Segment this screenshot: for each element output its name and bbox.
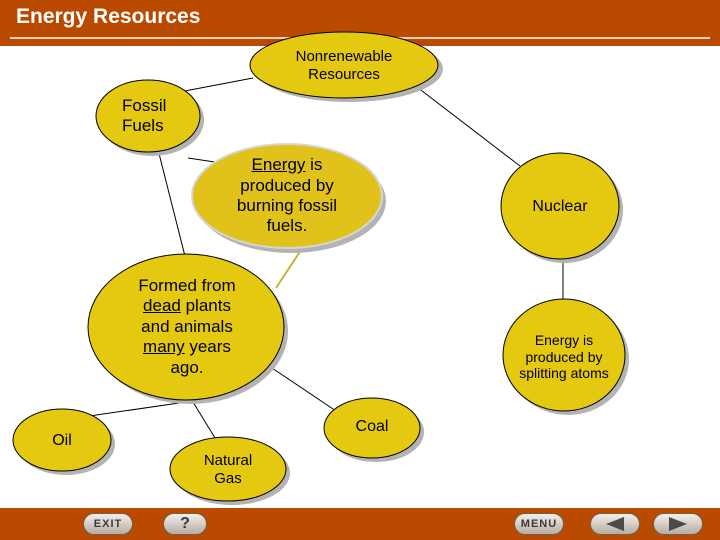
node-oil: Oil [24,430,100,452]
node-splitting-shape [502,298,626,412]
connector-formed-gas [192,401,216,439]
node-splitting-line3: splitting atoms [519,365,609,382]
node-formed-line2-rest: plants [180,296,231,316]
node-nonrenewable-shape [249,31,439,99]
arrow-right-icon [669,517,687,531]
node-formed-from: Formed from dead plants and animals many… [96,266,278,388]
node-splitting-line2: produced by [525,348,603,365]
node-fossil-fuels-line2: Fuels [122,116,164,135]
next-button[interactable] [653,513,703,535]
node-fossil-fuels-shape [95,79,201,153]
node-formed-line2-underlined: dead [143,296,181,316]
node-splitting-atoms: Energy is produced by splitting atoms [505,328,623,386]
menu-button[interactable]: MENU [514,513,564,535]
node-formed-line4: many years [138,337,235,357]
exit-button-label: EXIT [93,518,123,530]
node-natural-gas-shape [169,436,287,502]
arrow-left-icon [606,517,624,531]
node-oil-shape [12,408,112,472]
page-title: Energy Resources [16,5,201,28]
node-formed-line2: dead plants [138,296,235,316]
node-energy-burning-line4: fuels. [266,216,308,236]
node-oil-label: Oil [52,432,72,450]
node-energy-burning-line3: burning fossil [236,196,338,215]
help-button[interactable]: ? [163,513,207,535]
node-nuclear-label: Nuclear [532,198,588,216]
connector-formed-coal [271,367,343,416]
node-energy-burning-underlined: Energy [251,155,306,175]
node-fossil-fuels: Fossil Fuels [98,92,194,140]
menu-button-label: MENU [520,518,558,530]
node-nonrenewable: Nonrenewable Resources [254,44,434,88]
node-energy-burning-line2: produced by [240,175,334,195]
node-formed-line4-rest: years [184,337,231,357]
node-formed-line1: Formed from [138,276,236,296]
connector-nonrenewable-nuclear [412,83,521,167]
node-coal: Coal [332,416,412,438]
node-natural-gas-line1: Natural [203,452,253,469]
node-energy-burning: Energy is produced by burning fossil fue… [200,149,374,243]
node-coal-label: Coal [355,418,389,436]
exit-button[interactable]: EXIT [83,513,133,535]
node-nuclear: Nuclear [502,190,618,224]
node-natural-gas: Natural Gas [180,449,276,491]
node-splitting-line1: Energy is [534,331,594,348]
node-energy-burning-rest1: is [305,155,323,175]
node-nonrenewable-line1: Nonrenewable [295,48,393,65]
node-energy-callout-shape [191,143,383,249]
node-formed-shape [87,253,285,401]
previous-button[interactable] [590,513,640,535]
help-button-label: ? [180,515,190,532]
node-coal-shape [323,397,421,459]
node-formed-line3: and animals [141,316,233,336]
node-formed-line4-underlined: many [143,337,185,357]
node-nonrenewable-line2: Resources [308,66,380,83]
node-formed-line5: ago. [170,357,204,377]
node-nuclear-shape [500,152,620,260]
node-energy-burning-line1: Energy is [237,155,337,175]
node-natural-gas-line2: Gas [214,470,242,487]
node-fossil-fuels-line1: Fossil [122,95,167,115]
